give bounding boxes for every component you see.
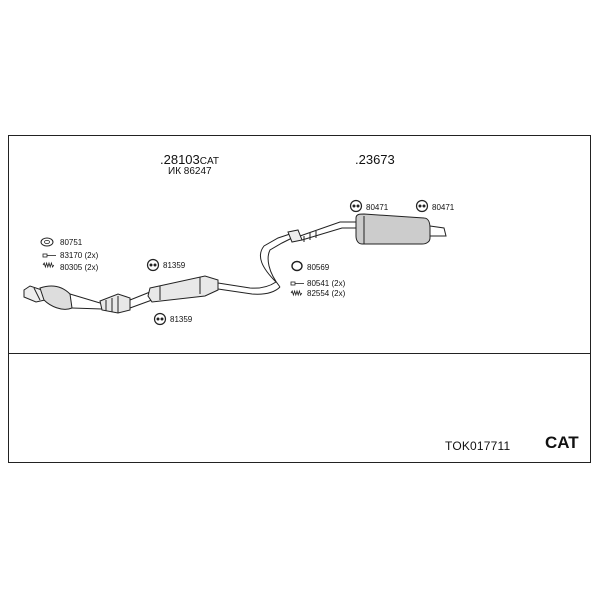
rubber-hanger-icon-81359-lower: [153, 312, 167, 326]
cat-part-number: .28103CAT: [160, 152, 220, 167]
label-80305: 80305 (2x): [60, 263, 99, 272]
type-label: CAT: [545, 433, 579, 452]
rear-part-number: .23673: [355, 152, 395, 167]
rubber-hanger-icon-80471-right: [415, 199, 429, 213]
spring-icon-82554: [290, 289, 303, 297]
clamp-ring-icon: [291, 260, 303, 272]
label-81359-lower: 81359: [170, 315, 193, 324]
middle-silencer: [129, 229, 303, 309]
rubber-hanger-icon-80471-left: [349, 199, 363, 213]
label-80569: 80569: [307, 263, 330, 272]
label-80751: 80751: [60, 238, 83, 247]
bolt-icon: [42, 253, 56, 258]
bolt-icon-80541: [290, 281, 304, 286]
label-81359-upper: 81359: [163, 261, 186, 270]
catalog-code: TOK017711: [445, 439, 511, 453]
diagram-divider: [8, 353, 591, 354]
rear-silencer: [299, 213, 447, 245]
catalytic-converter: [23, 285, 131, 314]
diagram-frame: [8, 135, 591, 463]
label-80541: 80541 (2x): [307, 279, 346, 288]
cat-part-suffix: CAT: [199, 156, 220, 167]
label-80471-right: 80471: [432, 203, 455, 212]
label-80471-left: 80471: [366, 203, 389, 212]
label-82554: 82554 (2x): [307, 289, 346, 298]
spring-icon: [42, 261, 55, 269]
label-83170: 83170 (2x): [60, 251, 99, 260]
gasket-icon: [40, 237, 54, 247]
rubber-hanger-icon-81359-upper: [146, 258, 160, 272]
cat-sub-number: ИК 86247: [168, 166, 212, 177]
